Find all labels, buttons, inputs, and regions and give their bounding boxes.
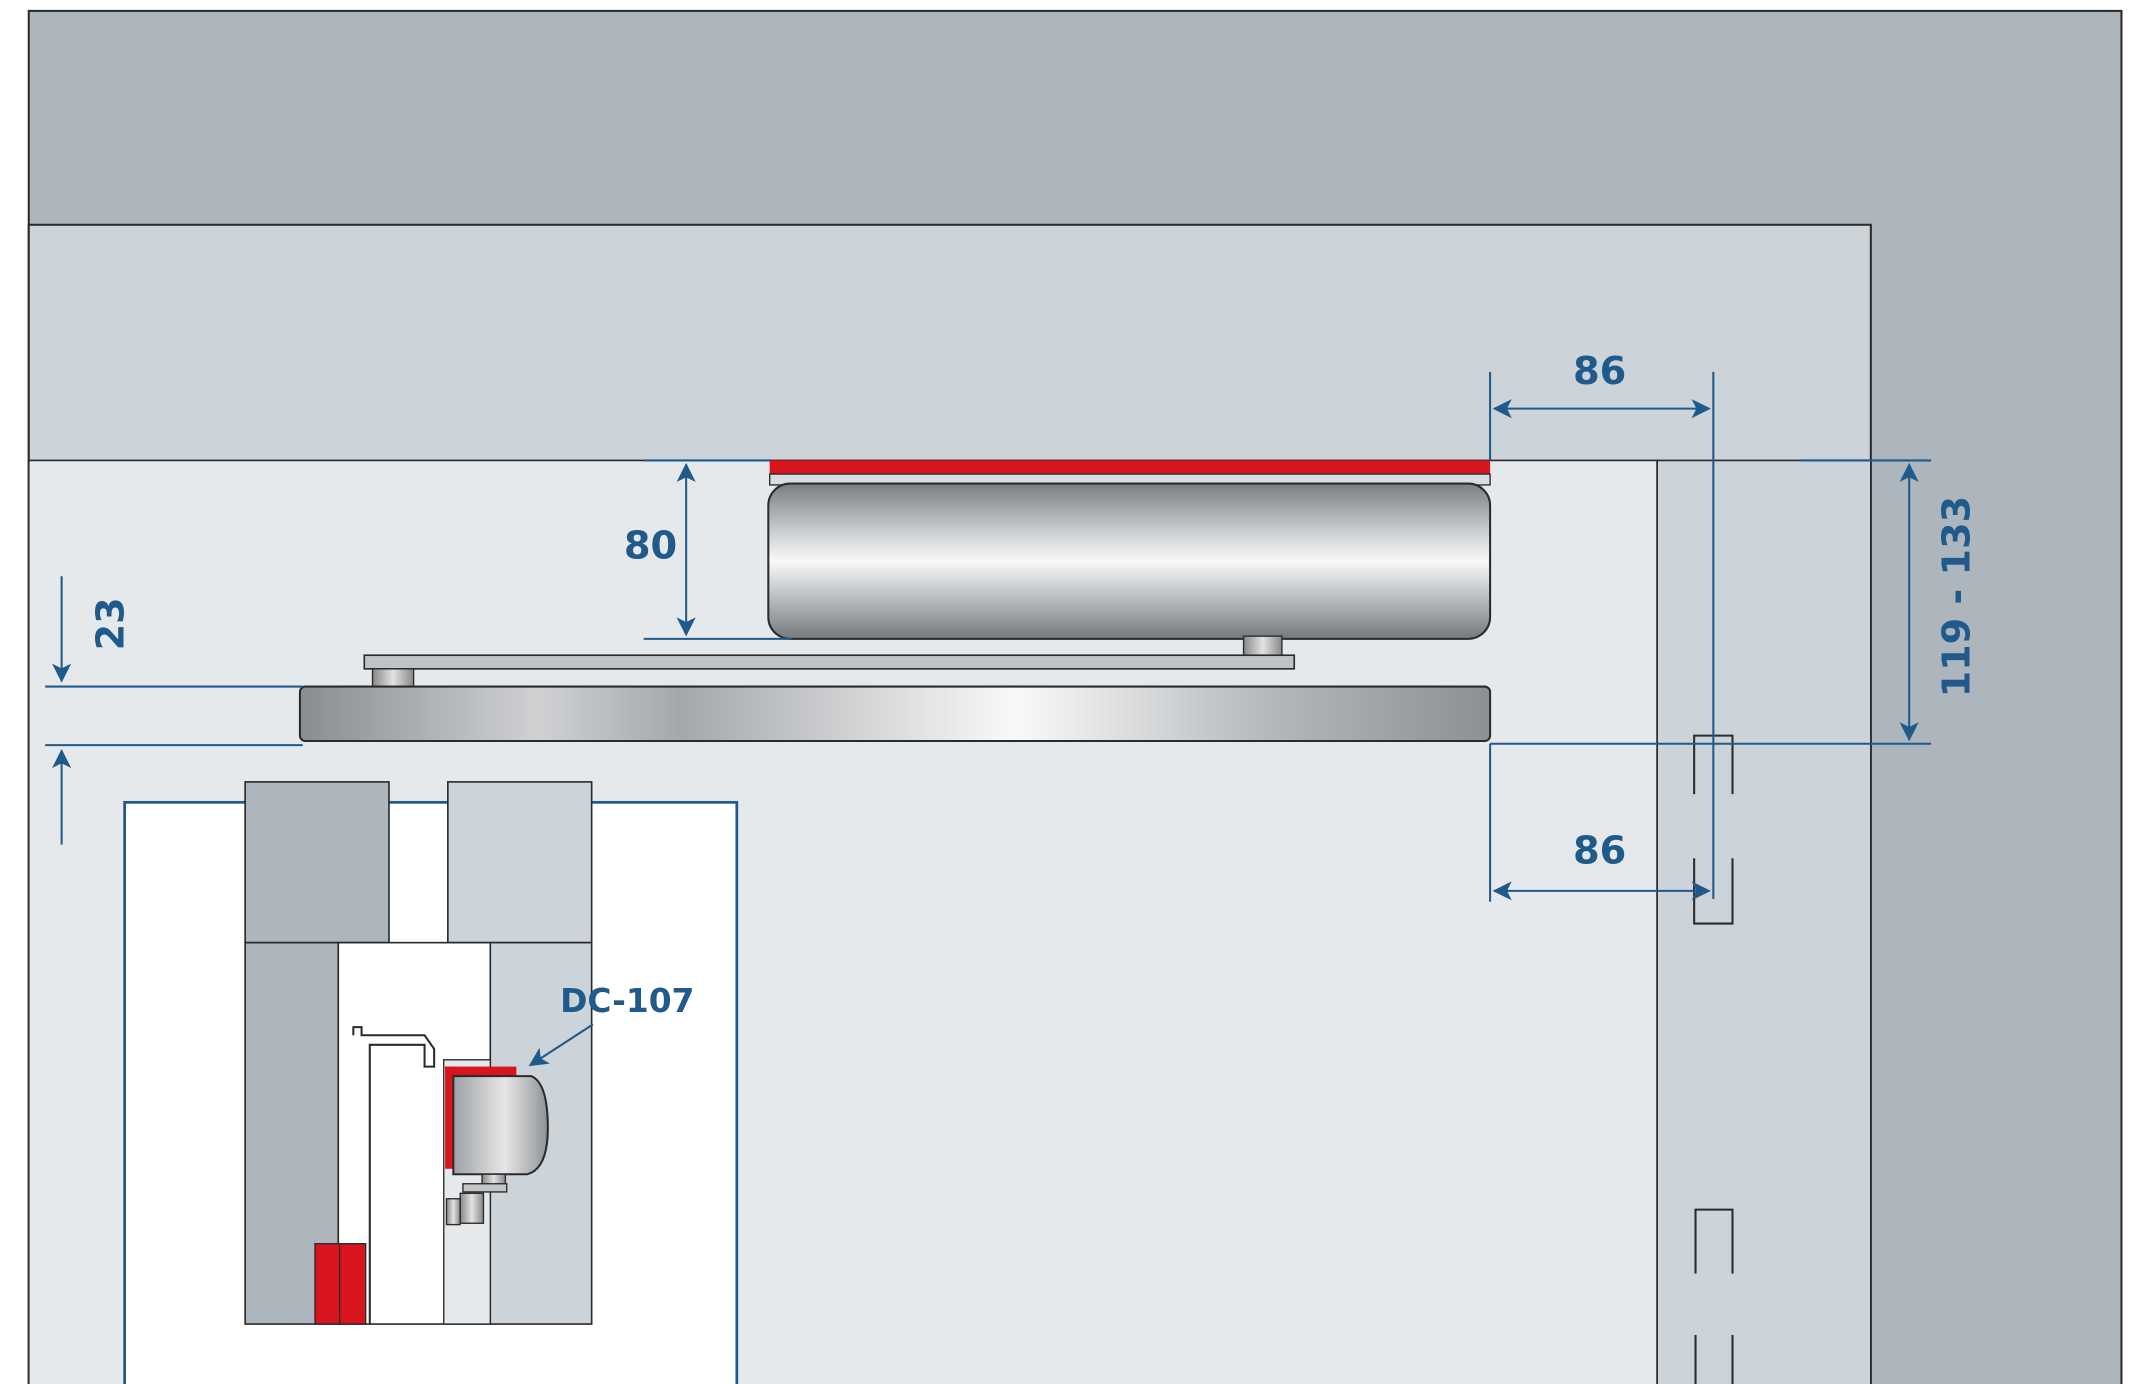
mounting-seal [769, 460, 1491, 475]
guide-rail [298, 685, 1492, 743]
closer-body [767, 482, 1492, 640]
callout-leader [528, 1023, 594, 1067]
dim-label-119-133: 119 - 133 [1935, 496, 1979, 698]
inset-closer-body [452, 1075, 549, 1176]
inset-head-left [244, 781, 390, 944]
inset-arm-pin [459, 1192, 485, 1224]
inset-profile [352, 1026, 436, 1325]
inset-seal-left [445, 1066, 454, 1169]
frame-jamb [1656, 459, 1872, 1384]
inset-arm-pin-head [445, 1198, 461, 1226]
dim-label-86-bottom: 86 [1573, 830, 1626, 874]
arm-pin [371, 668, 415, 688]
dim-label-86-top: 86 [1573, 350, 1626, 394]
dim-label-23: 23 [89, 597, 133, 650]
callout-label: DC-107 [560, 982, 694, 1020]
dim-label-80: 80 [624, 525, 677, 569]
closer-pin [1242, 635, 1283, 658]
inset-arm [462, 1183, 508, 1193]
dimensions [45, 371, 1932, 902]
hinge-lower [1694, 1208, 1734, 1384]
sliding-arm [363, 654, 1296, 670]
inset-head-right [447, 781, 593, 944]
door-closer [298, 460, 1492, 743]
inset-seal-top [445, 1066, 517, 1077]
inset-detail [123, 781, 739, 1384]
inset-red-block [314, 1243, 367, 1325]
